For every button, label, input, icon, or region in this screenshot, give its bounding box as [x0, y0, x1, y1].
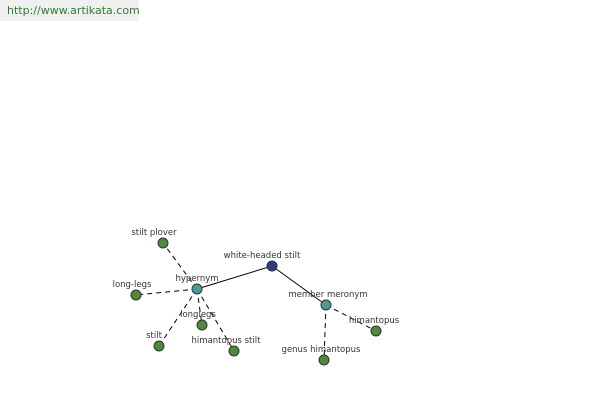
label-genus-himantopus[interactable]: genus himantopus	[282, 345, 361, 355]
node-long-legs[interactable]	[130, 289, 142, 301]
node-himantopus[interactable]	[370, 325, 382, 337]
node-hypernym[interactable]	[191, 283, 203, 295]
label-himantopus[interactable]: himantopus	[349, 316, 400, 326]
node-stilt-plover[interactable]	[157, 237, 169, 249]
node-white-headed-stilt[interactable]	[266, 260, 278, 272]
graph-edges	[135, 242, 377, 361]
node-genus-himantopus[interactable]	[318, 354, 330, 366]
url-bar: http://www.artikata.com	[0, 0, 140, 21]
edge-hypernym-to-longlegs	[196, 288, 203, 326]
edge-hypernym-to-stilt-plover	[162, 242, 198, 290]
edge-member-meronym-to-himantopus	[325, 304, 377, 332]
edge-hypernym-to-himantopus-stilt	[196, 288, 235, 352]
graph-nodes	[130, 237, 382, 366]
label-long-legs[interactable]: long-legs	[113, 280, 152, 290]
node-member-meronym[interactable]	[320, 299, 332, 311]
edge-hypernym-to-long-legs	[135, 288, 198, 296]
label-longlegs[interactable]: longlegs	[180, 310, 216, 320]
edge-white-headed-stilt-to-hypernym	[196, 265, 273, 290]
label-member-meronym[interactable]: member meronym	[288, 290, 367, 300]
label-hypernym[interactable]: hypernym	[175, 274, 218, 284]
site-url-link[interactable]: http://www.artikata.com	[7, 4, 140, 17]
edge-white-headed-stilt-to-member-meronym	[271, 265, 327, 306]
label-stilt-plover[interactable]: stilt plover	[131, 228, 177, 238]
node-longlegs[interactable]	[196, 319, 208, 331]
label-stilt[interactable]: stilt	[146, 331, 162, 341]
label-himantopus-stilt[interactable]: himantopus stilt	[192, 336, 262, 346]
label-white-headed-stilt[interactable]: white-headed stilt	[224, 251, 301, 261]
edge-hypernym-to-stilt	[158, 288, 198, 347]
edge-member-meronym-to-genus-himantopus	[323, 304, 327, 361]
node-himantopus-stilt[interactable]	[228, 345, 240, 357]
graph-labels: white-headed stilt hypernym member meronym…	[113, 228, 400, 355]
node-stilt[interactable]	[153, 340, 165, 352]
